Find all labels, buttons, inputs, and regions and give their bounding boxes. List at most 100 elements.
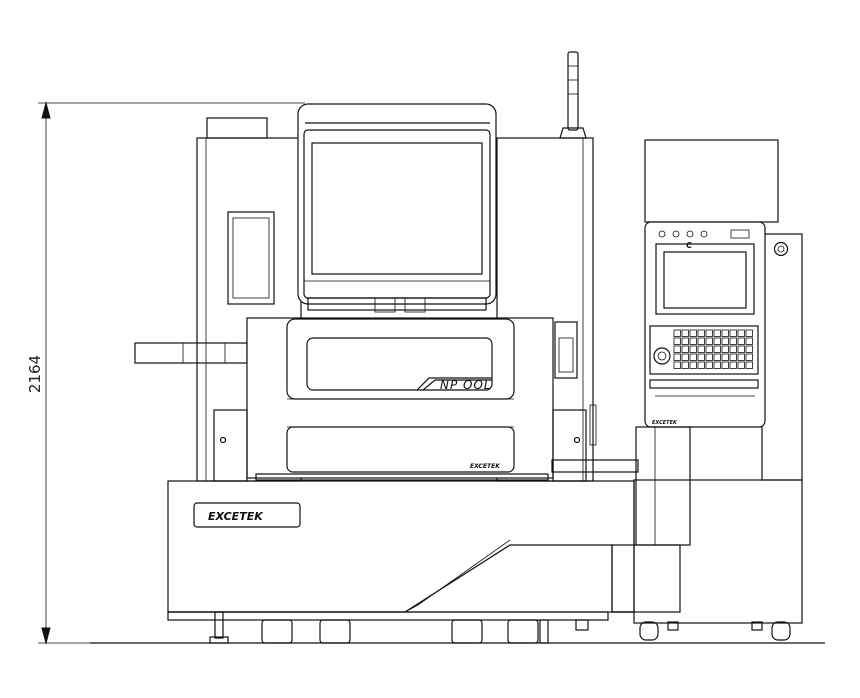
right-base-cabinet <box>633 479 803 624</box>
keyboard-key <box>689 353 697 361</box>
upper-window-inner <box>311 142 483 275</box>
side-handle-box <box>554 321 578 379</box>
keyboard-key <box>681 353 689 361</box>
keyboard-key <box>705 337 713 345</box>
keyboard-key <box>689 361 697 369</box>
keyboard-key <box>713 329 721 337</box>
keyboard-key <box>737 361 745 369</box>
height-dimension: 2164 <box>26 101 305 645</box>
keyboard-key <box>705 353 713 361</box>
dimension-value: 2164 <box>26 355 44 393</box>
foot-pad <box>209 636 229 644</box>
cabinet-window <box>227 211 275 305</box>
signal-tower <box>559 51 587 139</box>
swoosh-1 <box>416 377 492 391</box>
keyboard-key <box>737 329 745 337</box>
bracket-block-2 <box>404 297 426 313</box>
side-handle-inner <box>558 337 574 373</box>
head-bracket <box>307 297 487 311</box>
base-diagonal-panel <box>168 544 634 613</box>
caster-2 <box>771 621 791 641</box>
base-brand-plate <box>193 502 301 528</box>
controller-keyboard <box>649 325 759 375</box>
upper-head <box>297 103 497 313</box>
keyboard-key <box>729 329 737 337</box>
controller-screen <box>663 251 747 309</box>
keyboard-keys <box>673 329 753 369</box>
keyboard-key <box>713 345 721 353</box>
left-bolt <box>219 436 227 444</box>
caster-1 <box>639 621 659 641</box>
keyboard-key <box>729 337 737 345</box>
tank-brand-label: EXCETEK <box>470 463 501 470</box>
keyboard-key <box>689 329 697 337</box>
keyboard-key <box>713 361 721 369</box>
signal-tower-base <box>559 127 587 139</box>
keyboard-key <box>705 345 713 353</box>
left-side-tray <box>134 342 248 364</box>
foot-4 <box>507 619 539 644</box>
keyboard-key <box>697 345 705 353</box>
keyboard-key <box>673 345 681 353</box>
controller-tray <box>649 379 759 389</box>
keyboard-key <box>673 329 681 337</box>
keyboard-key <box>745 345 753 353</box>
keyboard-key <box>713 337 721 345</box>
keyboard-key <box>721 361 729 369</box>
indicator-lamp-4 <box>700 230 708 238</box>
power-knob <box>773 241 789 257</box>
base-cabinet: EXCETEK <box>167 479 803 624</box>
model-label: NP OOL <box>440 378 492 392</box>
keyboard-key <box>729 353 737 361</box>
tank-door-lower <box>286 426 515 473</box>
base-stub-1 <box>667 621 679 631</box>
cabinet-window-inner <box>232 217 270 299</box>
keyboard-key <box>697 337 705 345</box>
controller-screen-frame <box>655 243 755 315</box>
foot-block <box>575 619 589 631</box>
pedestal-column <box>635 426 691 546</box>
keyboard-key <box>721 353 729 361</box>
base-plinth <box>167 611 609 621</box>
rear-cabinet <box>196 117 597 482</box>
tank-window <box>306 337 493 391</box>
left-side-guard <box>213 409 248 482</box>
base-side-drawer <box>611 544 681 613</box>
leveling-feet <box>209 611 791 644</box>
keyboard-key <box>737 353 745 361</box>
indicator-lamp-3 <box>686 230 694 238</box>
indicator-lamp-1 <box>658 230 666 238</box>
connecting-bar <box>551 459 639 473</box>
controller-cabinet: C EXCETEK <box>644 139 803 481</box>
keyboard-key <box>729 361 737 369</box>
foot-1 <box>261 619 293 644</box>
keyboard-key <box>745 337 753 345</box>
keyboard-key <box>737 345 745 353</box>
base-cabinet-frame <box>167 480 635 613</box>
keyboard-key <box>697 361 705 369</box>
keyboard-key <box>721 337 729 345</box>
controller-switch <box>730 229 750 239</box>
keyboard-key <box>745 353 753 361</box>
keyboard-key <box>681 361 689 369</box>
foot-3 <box>451 619 483 644</box>
keyboard-key <box>697 329 705 337</box>
right-bolt <box>573 436 581 444</box>
keyboard-key <box>745 361 753 369</box>
work-tank: NP OOL EXCETEK <box>213 317 587 482</box>
dimension-arrow-top <box>41 101 51 119</box>
tray <box>134 342 248 364</box>
keyboard-key <box>673 353 681 361</box>
controller-pedestal <box>551 426 691 546</box>
bracket-block-1 <box>374 297 396 313</box>
controller-panel <box>644 221 766 428</box>
cabinet-vent <box>589 404 597 446</box>
keyboard-key <box>689 345 697 353</box>
dimension-arrow-bottom <box>41 627 51 645</box>
keyboard-key <box>673 337 681 345</box>
keyboard-key <box>737 337 745 345</box>
keyboard-key <box>681 329 689 337</box>
signal-tower-lamp <box>567 51 579 131</box>
